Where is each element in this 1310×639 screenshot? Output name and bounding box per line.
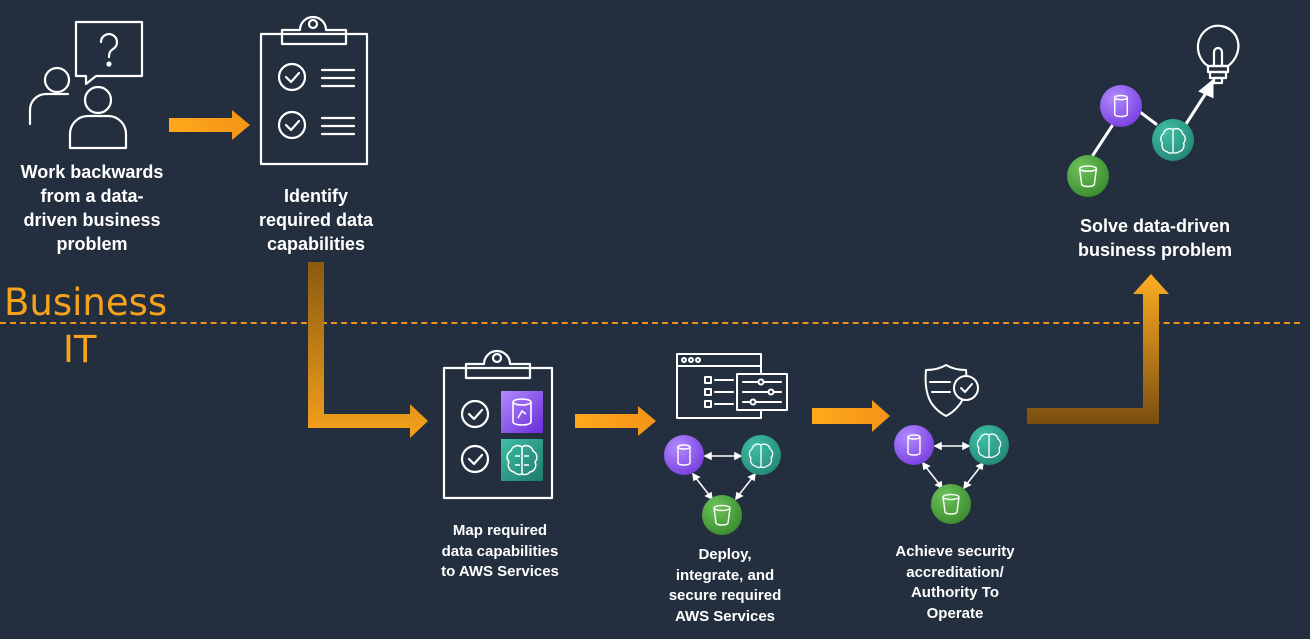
people-question-icon xyxy=(26,18,146,150)
step-label-identify: Identify required data capabilities xyxy=(258,186,374,254)
machine-learning-service-tile xyxy=(501,439,543,481)
shield-check-icon xyxy=(920,362,984,420)
database-service-icon xyxy=(894,425,934,465)
arrow-3 xyxy=(575,406,656,436)
database-service-icon xyxy=(1100,85,1142,127)
arrow-4 xyxy=(812,400,890,432)
business-zone-label: Business xyxy=(4,281,168,324)
database-service-tile xyxy=(501,391,543,433)
machine-learning-brain-icon xyxy=(969,425,1009,465)
service-mapping-clipboard-icon xyxy=(442,344,556,500)
machine-learning-brain-icon xyxy=(741,435,781,475)
step-label-accreditation: Achieve security accreditation/ Authorit… xyxy=(895,543,1015,622)
arrow-2 xyxy=(308,262,428,438)
step-label-solve: Solve data-driven business problem xyxy=(1077,216,1233,260)
it-zone-label: IT xyxy=(63,328,97,371)
checklist-clipboard-icon xyxy=(258,10,370,166)
step-label-map-services: Map required data capabilities to AWS Se… xyxy=(441,522,559,580)
storage-bucket-icon xyxy=(1067,155,1109,197)
arrow-5 xyxy=(1027,274,1169,424)
machine-learning-brain-icon xyxy=(1152,119,1194,161)
step-label-deploy: Deploy, integrate, and secure required A… xyxy=(668,546,782,625)
business-it-divider xyxy=(0,322,1300,324)
configuration-window-icon xyxy=(675,352,789,422)
step-label-work-backwards: Work backwards from a data- driven busin… xyxy=(20,162,164,254)
storage-bucket-icon xyxy=(702,495,742,535)
storage-bucket-icon xyxy=(931,484,971,524)
database-service-icon xyxy=(664,435,704,475)
arrow-1 xyxy=(169,110,250,140)
lightbulb-icon xyxy=(1190,22,1248,90)
